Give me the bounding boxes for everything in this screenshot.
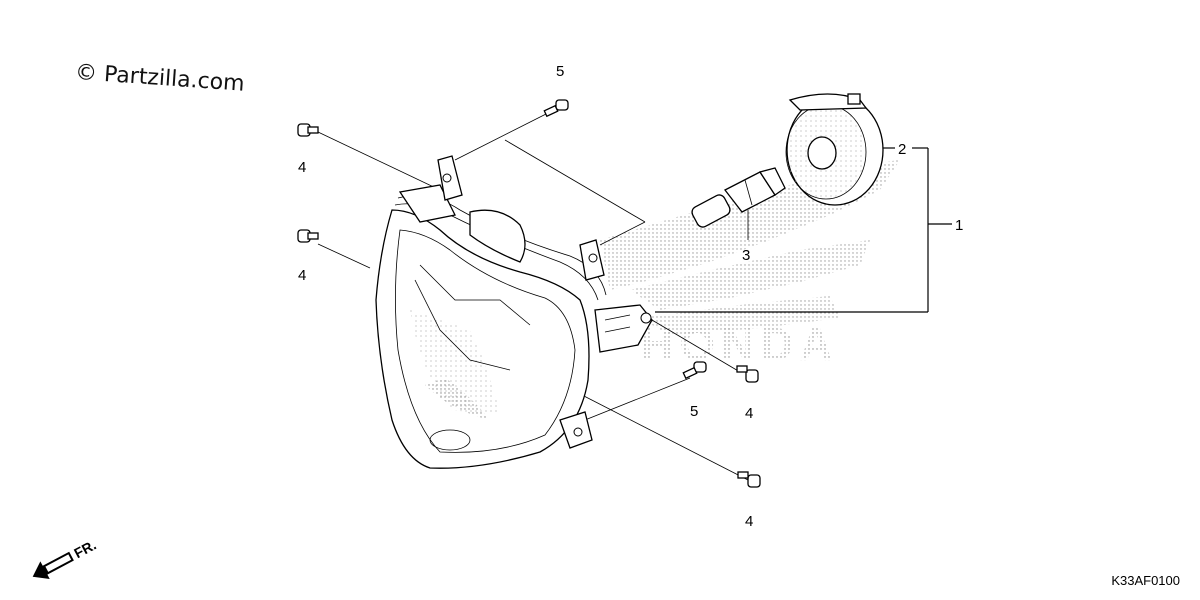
screw-4-right <box>736 365 759 383</box>
headlight-assembly <box>375 155 653 469</box>
honda-brand-mark: HONDA <box>640 318 839 370</box>
callout-4-top-left: 4 <box>298 159 306 176</box>
screw-4-mid-left <box>297 229 319 243</box>
headlight-bulb <box>691 167 786 228</box>
screw-5-top <box>543 99 569 118</box>
callout-4-right: 4 <box>745 405 753 422</box>
front-direction-arrow: FR. <box>32 537 99 580</box>
screw-4-bottom <box>737 471 761 488</box>
callout-2: 2 <box>898 141 906 158</box>
screw-5-bottom <box>682 361 707 380</box>
callout-3: 3 <box>742 247 750 264</box>
dust-cover <box>785 93 884 206</box>
callout-4-mid-left: 4 <box>298 267 306 284</box>
screw-4-top-left <box>297 123 319 137</box>
callout-4-bottom: 4 <box>745 513 753 530</box>
callout-1: 1 <box>955 217 963 234</box>
callout-5-top: 5 <box>556 63 564 80</box>
diagram-code: K33AF0100 <box>1111 573 1180 588</box>
front-direction-label: FR. <box>71 537 98 562</box>
callout-5-bottom: 5 <box>690 403 698 420</box>
